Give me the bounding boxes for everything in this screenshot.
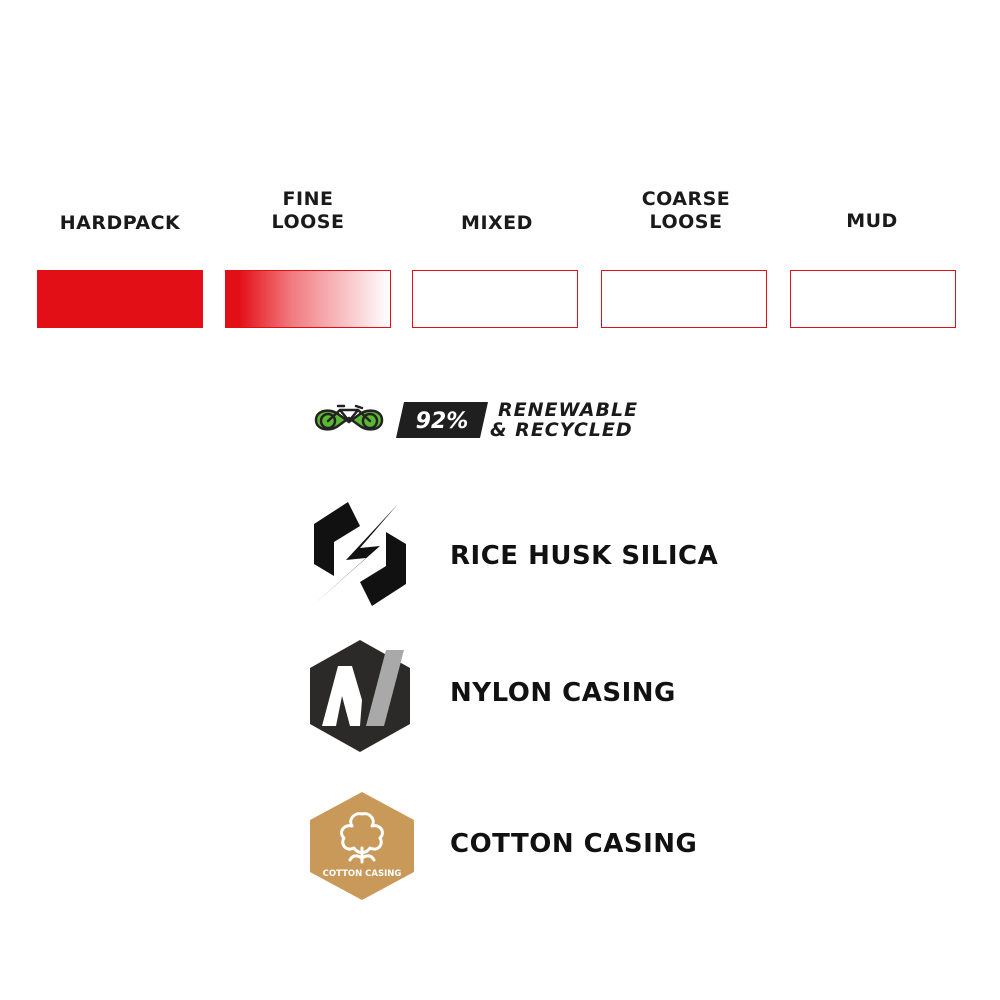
terrain-bar-coarse-loose: [601, 270, 767, 328]
terrain-label-line: LOOSE: [649, 211, 723, 233]
nylon-casing-icon: [310, 640, 410, 752]
terrain-label-fine-loose: FINE LOOSE: [225, 188, 391, 234]
feature-label-nylon-casing: NYLON CASING: [450, 678, 676, 708]
eco-line-2: & RECYCLED: [490, 419, 633, 441]
terrain-label-mixed: MIXED: [414, 212, 580, 235]
terrain-bar-mixed: [412, 270, 578, 328]
eco-percent-text: 92%: [416, 409, 469, 434]
terrain-label-line: MIXED: [461, 212, 533, 234]
terrain-label-line: LOOSE: [271, 211, 345, 233]
feature-label-cotton-casing: COTTON CASING: [450, 829, 698, 859]
eco-badge: 92% RENEWABLE & RECYCLED: [312, 399, 692, 441]
rice-husk-silica-icon: [312, 502, 406, 606]
terrain-bar-fine-loose: [225, 270, 391, 328]
eco-percent-box: 92%: [396, 402, 488, 438]
terrain-label-hardpack: HARDPACK: [37, 212, 203, 235]
terrain-label-line: COARSE: [641, 188, 731, 210]
terrain-bar-mud: [790, 270, 956, 328]
terrain-label-line: HARDPACK: [59, 212, 181, 234]
eco-line-1: RENEWABLE: [498, 399, 639, 421]
terrain-label-line: MUD: [846, 210, 898, 232]
terrain-label-mud: MUD: [789, 210, 955, 233]
cotton-casing-icon: COTTON CASING: [310, 792, 414, 900]
terrain-label-coarse-loose: COARSE LOOSE: [603, 188, 769, 234]
cotton-badge-text: COTTON CASING: [323, 869, 402, 879]
bicycle-infinity-icon: [314, 404, 384, 431]
terrain-label-line: FINE: [282, 188, 334, 210]
terrain-bar-hardpack: [37, 270, 203, 328]
feature-label-rice-husk-silica: RICE HUSK SILICA: [450, 541, 719, 571]
